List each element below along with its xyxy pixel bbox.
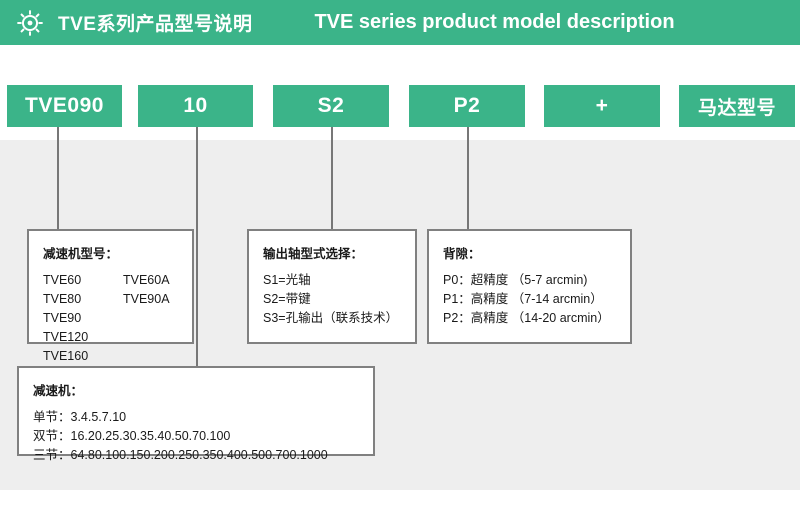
- callout-output-shaft-title: 输出轴型式选择：: [263, 247, 364, 261]
- list-item: 双节：16.20.25.30.35.40.50.70.100: [33, 429, 231, 443]
- list-item: TVE160: [43, 349, 89, 363]
- list-item: TVE80: [43, 292, 82, 306]
- page-title-cn: TVE系列产品型号说明: [58, 14, 253, 35]
- list-item: P0：超精度 （5-7 arcmin): [443, 273, 588, 287]
- list-item: TVE90: [43, 311, 82, 325]
- connector-backlash: [467, 127, 469, 229]
- list-item: TVE60: [43, 273, 82, 287]
- callout-ratio: 减速机： 单节：3.4.5.7.10 双节：16.20.25.30.35.40.…: [17, 366, 375, 462]
- connector-gearbox: [57, 127, 59, 229]
- list-item: [123, 328, 192, 347]
- page-title-en: TVE series product model description: [314, 11, 675, 33]
- list-item: S2=带键: [263, 292, 311, 306]
- gearbox-model-list: TVE60 TVE60A TVE80 TVE90A TVE90 TVE120 T…: [43, 271, 192, 366]
- callout-gearbox-model: 减速机型号： TVE60 TVE60A TVE80 TVE90A TVE90 T…: [27, 229, 194, 363]
- gear-icon: [8, 0, 52, 45]
- page-header: TVE系列产品型号说明 TVE series product model des…: [0, 0, 800, 45]
- callout-output-shaft: 输出轴型式选择： S1=光轴 S2=带键 S3=孔输出（联系技术）: [247, 229, 417, 344]
- list-item: P2：高精度 （14-20 arcmin）: [443, 311, 610, 325]
- connector-shaft: [331, 127, 333, 229]
- callout-ratio-title: 减速机：: [33, 384, 84, 398]
- callout-backlash: 背隙： P0：超精度 （5-7 arcmin) P1：高精度 （7-14 arc…: [427, 229, 632, 344]
- model-segment-motor[interactable]: 马达型号: [679, 85, 795, 127]
- model-segment-shaft[interactable]: S2: [273, 85, 389, 127]
- model-segment-gearbox[interactable]: TVE090: [7, 85, 122, 127]
- callout-backlash-title: 背隙：: [443, 247, 481, 261]
- model-segment-plus[interactable]: +: [544, 85, 660, 127]
- list-item: [123, 347, 192, 366]
- list-item: S3=孔输出（联系技术）: [263, 311, 399, 325]
- list-item: TVE120: [43, 330, 89, 344]
- list-item: 单节：3.4.5.7.10: [33, 410, 127, 424]
- model-segment-ratio[interactable]: 10: [138, 85, 253, 127]
- callout-gearbox-title: 减速机型号：: [43, 247, 119, 261]
- list-item: S1=光轴: [263, 273, 311, 287]
- list-item: [123, 309, 192, 328]
- list-item: TVE60A: [123, 273, 170, 287]
- list-item: TVE90A: [123, 292, 170, 306]
- list-item: P1：高精度 （7-14 arcmin）: [443, 292, 603, 306]
- connector-ratio: [196, 127, 198, 367]
- model-segment-backlash[interactable]: P2: [409, 85, 525, 127]
- list-item: 三节：64.80.100.150.200.250.350.400.500.700…: [33, 448, 328, 462]
